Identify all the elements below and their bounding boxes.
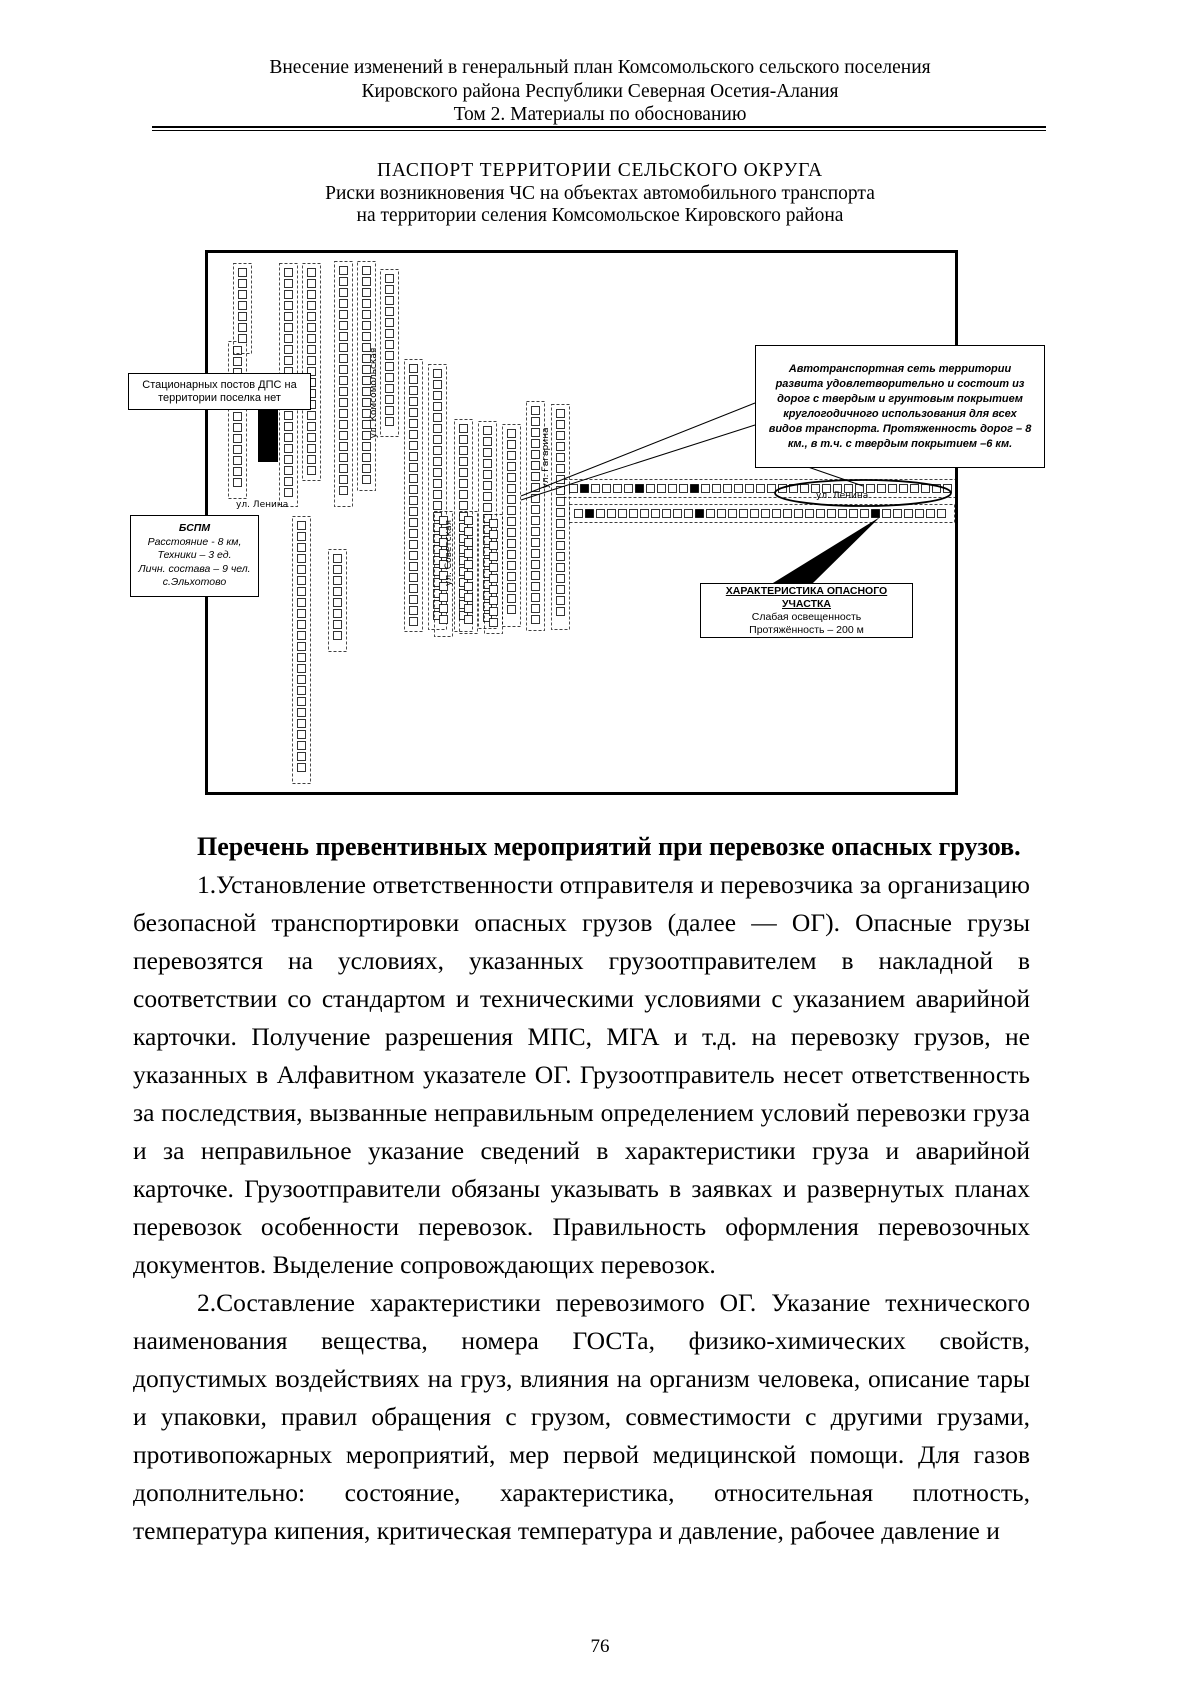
header-rule (152, 126, 1046, 131)
street-labels: ул. Ленина ул. Ленина ул. Советская ул. … (236, 348, 868, 586)
callout-leader-lines (520, 402, 880, 583)
figure-title: ПАСПОРТ ТЕРРИТОРИИ СЕЛЬСКОГО ОКРУГА Риск… (0, 160, 1200, 228)
street-label-lenina-right: ул. Ленина (816, 491, 868, 501)
callout-dps-post: Стационарных постов ДПС на территории по… (128, 373, 311, 410)
street-label-sovetskaya: ул. Советская (444, 520, 454, 586)
danger-zone-ellipse (774, 479, 952, 507)
body-text: Перечень превентивных мероприятий при пе… (133, 828, 1030, 1550)
callout-bspm-line-3: Личн. состава – 9 чел. (138, 562, 251, 575)
section-heading: Перечень превентивных мероприятий при пе… (197, 832, 1021, 861)
callout-danger-line-2: Протяжённость – 200 м (749, 623, 864, 636)
figure-title-line-3: на территории селения Комсомольское Киро… (356, 205, 844, 226)
danger-arrow (773, 517, 880, 583)
street-label-lenina-left: ул. Ленина (236, 500, 288, 510)
callout-danger-section: ХАРАКТЕРИСТИКА ОПАСНОГО УЧАСТКА Слабая о… (700, 583, 913, 638)
territory-map-figure: ул. Ленина ул. Ленина ул. Советская ул. … (128, 250, 1045, 795)
callout-road-network-text: Автотранспортная сеть территории развита… (768, 362, 1032, 450)
header-line-2: Кировского района Республики Северная Ос… (361, 80, 839, 102)
paragraph-1: 1.Установление ответственности отправите… (133, 870, 1030, 1279)
callout-danger-title: ХАРАКТЕРИСТИКА ОПАСНОГО УЧАСТКА (725, 584, 888, 610)
street-label-komsomolskaya: ул. Комсомольская (369, 348, 379, 439)
page-header: Внесение изменений в генеральный план Ко… (0, 56, 1200, 127)
header-line-3: Том 2. Материалы по обоснованию (453, 104, 747, 125)
page-number: 76 (590, 1636, 610, 1657)
callout-dps-text: Стационарных постов ДПС на территории по… (142, 378, 297, 404)
map-black-bar (258, 408, 278, 462)
street-label-gagarina: ул. Гагарина (541, 427, 551, 488)
callout-bspm-line-4: с.Эльхотово (162, 576, 227, 589)
callout-road-network: Автотранспортная сеть территории развита… (755, 345, 1045, 468)
callout-danger-line-1: Слабая освещенность (751, 610, 862, 623)
figure-title-line-1: ПАСПОРТ ТЕРРИТОРИИ СЕЛЬСКОГО ОКРУГА (377, 160, 823, 181)
paragraph-2: 2.Составление характеристики перевозимог… (133, 1288, 1030, 1545)
road-damage-marks (580, 484, 880, 518)
header-line-1: Внесение изменений в генеральный план Ко… (269, 57, 931, 78)
callout-bspm-line-2: Техники – 3 ед. (157, 549, 232, 562)
figure-title-line-2: Риски возникновения ЧС на объектах автом… (325, 182, 875, 204)
callout-bspm: БСПМ Расстояние - 8 км, Техники – 3 ед. … (130, 515, 259, 597)
building-block-strips (228, 261, 955, 784)
callout-bspm-line-1: Расстояние - 8 км, (147, 535, 242, 548)
street-map: ул. Ленина ул. Ленина ул. Советская ул. … (228, 261, 955, 784)
callout-bspm-title: БСПМ (178, 522, 211, 535)
